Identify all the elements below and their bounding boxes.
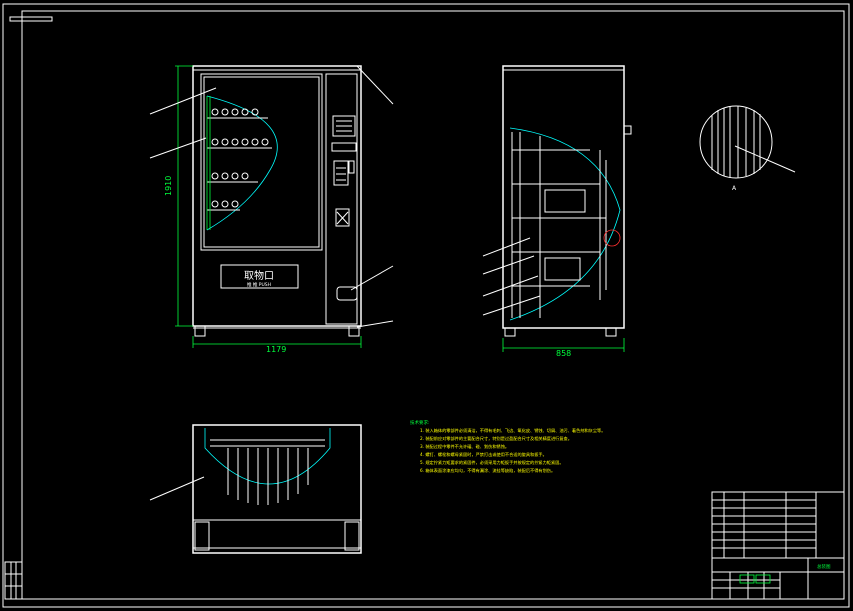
front-cutaway — [206, 95, 278, 231]
outer-frame — [2, 3, 850, 608]
notes-line: 3. 装配过程中零件不允许磕、碰、划伤和锈蚀。 — [420, 443, 509, 450]
pickup-label: 取物口 — [244, 269, 274, 282]
top-view — [149, 424, 362, 554]
notes-line: 4. 螺钉、螺栓和螺母紧固时，严禁打击或使用不合适的旋具和扳手。 — [420, 451, 547, 458]
notes-line: 1. 装入箱体的零部件必须清洁，不得有毛刺、飞边、氧化皮、锈蚀、切屑、油污、着色… — [420, 427, 605, 434]
detail-a — [699, 105, 796, 179]
detail-label: A — [732, 185, 737, 192]
width-dimension-side: 858 — [556, 349, 571, 358]
title-block-sheet-label: 总装图 — [817, 563, 831, 570]
front-dimensions — [175, 65, 362, 348]
side-leaders — [482, 237, 541, 316]
binding-strip — [4, 561, 23, 600]
notes-heading: 技术要求: — [410, 419, 430, 426]
pickup-sub-label: 推 推 PUSH — [247, 281, 271, 288]
notes-line: 2. 装配前应对零部件的主要配合尺寸，特别是过盈配合尺寸及相关精度进行复查。 — [420, 435, 572, 442]
width-dimension-front: 1179 — [266, 345, 286, 354]
height-dimension: 1910 — [164, 176, 173, 196]
notes-line: 5. 规定拧紧力矩要求的紧固件，必须采用力矩扳手并按规定的拧紧力矩紧固。 — [420, 459, 564, 466]
notes-line: 6. 箱体表面涂漆应均匀，不得有漏涂、流挂等缺陷，装配后不得有划伤。 — [420, 467, 555, 474]
frame-code-box — [9, 16, 53, 22]
inner-frame — [21, 10, 845, 600]
front-view — [192, 65, 362, 337]
side-dimensions — [502, 338, 625, 352]
front-leaders — [149, 65, 394, 328]
side-view — [502, 65, 632, 337]
title-block — [711, 491, 845, 600]
